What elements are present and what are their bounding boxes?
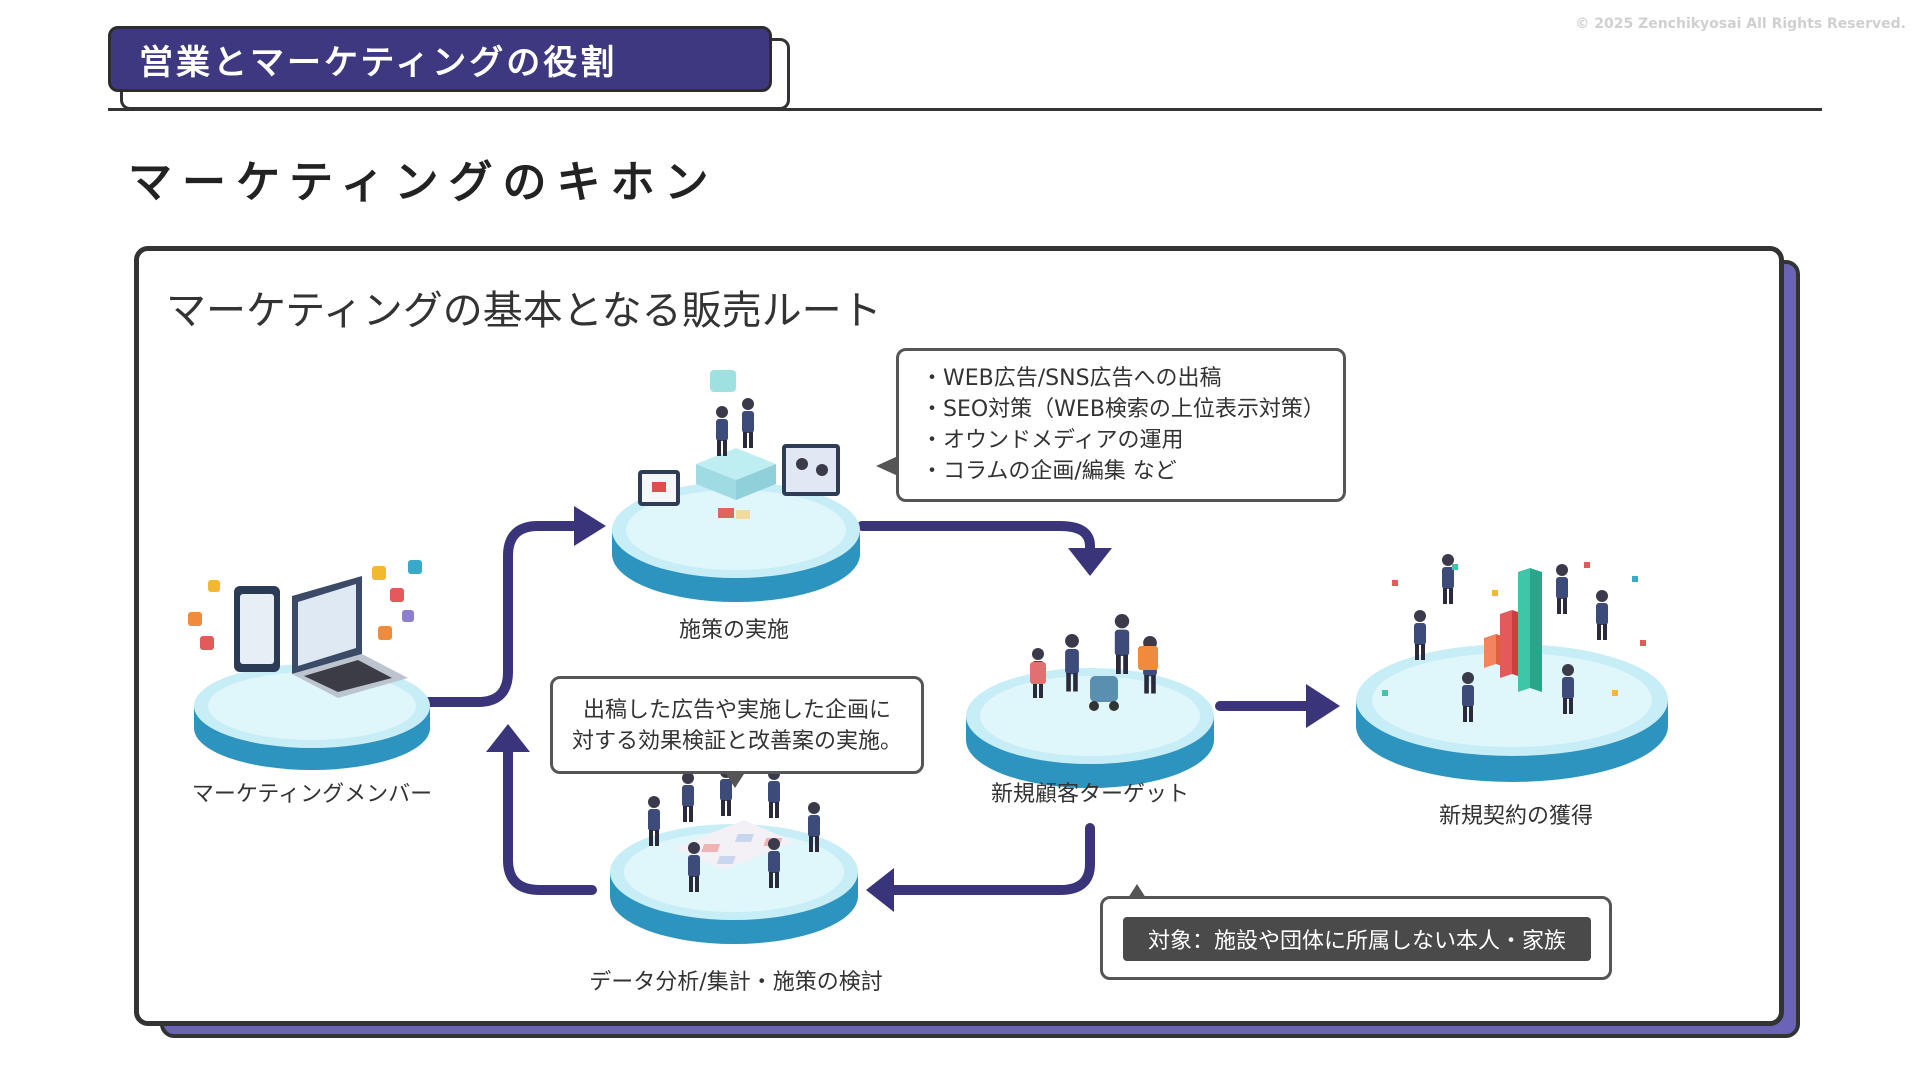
arrow-members-to-execution xyxy=(423,521,581,707)
callout-pointer-measures xyxy=(876,456,898,476)
measure-item: ・WEB広告/SNS広告への出稿 xyxy=(921,366,1222,391)
callout-verification: 出稿した広告や実施した企画に 対する効果検証と改善案の実施。 xyxy=(550,676,924,774)
verification-line: 出稿した広告や実施した企画に xyxy=(582,698,891,723)
section-title: マーケティングのキホン xyxy=(128,157,719,208)
node-label-contract: 新規契約の獲得 xyxy=(1438,804,1594,829)
arrow-head-target xyxy=(1068,548,1112,576)
arrow-head-analysis xyxy=(866,868,894,912)
bar-chart-illustration xyxy=(1484,568,1542,692)
node-label-analysis: データ分析/集計・施策の検討 xyxy=(589,970,883,995)
node-label-members: マーケティングメンバー xyxy=(191,782,433,807)
platform-members xyxy=(188,560,430,770)
confetti xyxy=(1382,562,1646,696)
flow-arrows xyxy=(423,521,1317,895)
measure-item: ・オウンドメディアの運用 xyxy=(921,428,1184,453)
platform-target xyxy=(966,614,1214,788)
stroller xyxy=(1090,676,1118,702)
arrow-head-members xyxy=(486,724,530,752)
target-scope-text: 対象：施設や団体に所属しない本人・家族 xyxy=(1123,917,1591,961)
callout-target-scope: 対象：施設や団体に所属しない本人・家族 xyxy=(1100,896,1612,980)
floating-icon xyxy=(188,612,202,626)
arrow-target-to-analysis xyxy=(885,823,1095,895)
platform-contract xyxy=(1356,554,1668,782)
callout-measures: ・WEB広告/SNS広告への出稿 ・SEO対策（WEB検索の上位表示対策） ・オ… xyxy=(896,348,1346,502)
arrow-head-contract xyxy=(1306,684,1340,728)
arrow-heads xyxy=(486,506,1340,912)
node-label-execution: 施策の実施 xyxy=(678,618,790,643)
measure-item: ・SEO対策（WEB検索の上位表示対策） xyxy=(921,397,1325,422)
panel-title: マーケティングの基本となる販売ルート xyxy=(166,288,882,334)
platform-analysis xyxy=(610,766,858,944)
measure-item: ・コラムの企画/編集 など xyxy=(921,459,1177,484)
arrow-execution-to-target xyxy=(857,521,1095,565)
header-divider xyxy=(108,108,1822,111)
title-tag-text: 営業とマーケティングの役割 xyxy=(139,42,618,83)
callout-pointer-verification xyxy=(726,774,744,788)
platform-execution xyxy=(612,370,860,602)
arrow-head-execution xyxy=(574,506,606,546)
arrow-analysis-to-members xyxy=(503,743,597,895)
callout-pointer-scope xyxy=(1128,884,1146,898)
verification-line: 対する効果検証と改善案の実施。 xyxy=(571,729,902,754)
chat-bubble-icon xyxy=(710,370,736,392)
copyright-notice: © 2025 Zenchikyosai All Rights Reserved. xyxy=(1575,16,1906,32)
title-tag: 営業とマーケティングの役割 xyxy=(108,26,772,92)
family-illustration xyxy=(1030,614,1158,711)
node-label-target: 新規顧客ターゲット xyxy=(990,782,1190,807)
data-board-illustration xyxy=(674,820,794,870)
